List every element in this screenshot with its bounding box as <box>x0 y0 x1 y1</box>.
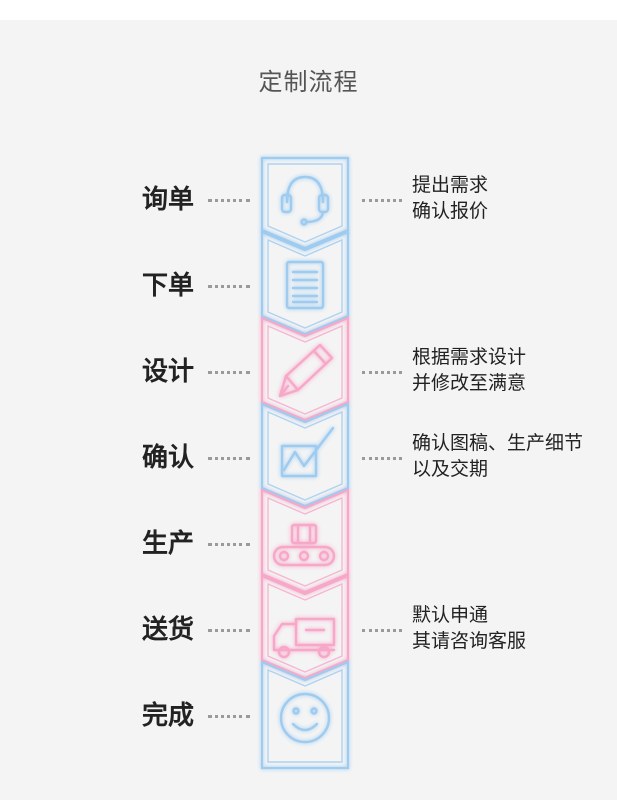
desc-line: 以及交期 <box>412 458 489 480</box>
connector-left <box>208 199 250 202</box>
connector-right <box>362 371 402 374</box>
segment-frame-5 <box>260 488 350 594</box>
step-row-production: 生产 <box>0 524 617 564</box>
desc-line: 确认图稿、生产细节 <box>412 432 584 454</box>
segment-frame-3 <box>260 316 350 422</box>
desc-line: 并修改至满意 <box>412 372 527 394</box>
segment-frame-7 <box>260 660 350 770</box>
step-label: 设计 <box>141 357 194 387</box>
step-label: 询单 <box>141 185 194 215</box>
segment-frame-2 <box>260 230 350 336</box>
step-label: 完成 <box>141 701 194 731</box>
conveyor-icon <box>272 523 336 567</box>
step-label: 送货 <box>141 615 194 645</box>
step-row-design: 设计 根据需求设计 并修改至满意 <box>0 346 617 394</box>
step-row-delivery: 送货 默认申通 其请咨询客服 <box>0 604 617 652</box>
step-row-inquiry: 询单 提出需求 确认报价 <box>0 174 617 222</box>
segment-frame-6 <box>260 574 350 680</box>
desc-line: 提出需求 <box>412 174 489 196</box>
step-label: 确认 <box>141 443 194 473</box>
connector-right <box>362 199 402 202</box>
step-label: 生产 <box>141 529 194 559</box>
smiley-icon <box>279 692 331 744</box>
connector-right <box>362 457 402 460</box>
connector-left <box>208 715 250 718</box>
top-band <box>0 0 617 20</box>
step-row-confirm: 确认 确认图稿、生产细节 以及交期 <box>0 432 617 480</box>
pencil-icon <box>278 343 334 398</box>
truck-icon <box>272 617 336 659</box>
segment-frame-1 <box>260 156 350 250</box>
connector-left <box>208 457 250 460</box>
desc-line: 默认申通 <box>412 604 489 626</box>
connector-left <box>208 285 250 288</box>
step-row-complete: 完成 <box>0 696 617 736</box>
connector-right <box>362 629 402 632</box>
connector-left <box>208 543 250 546</box>
page-title: 定制流程 <box>258 68 359 96</box>
connector-left <box>208 629 250 632</box>
step-description: 提出需求 确认报价 <box>412 172 488 224</box>
desc-line: 其请咨询客服 <box>412 630 527 652</box>
document-icon <box>285 260 325 310</box>
connector-left <box>208 371 250 374</box>
check-chart-icon <box>280 426 335 478</box>
segment-frame-4 <box>260 402 350 508</box>
headset-icon <box>280 175 330 226</box>
step-description: 确认图稿、生产细节 以及交期 <box>412 430 583 482</box>
step-description: 默认申通 其请咨询客服 <box>412 602 526 654</box>
step-description: 根据需求设计 并修改至满意 <box>412 344 526 396</box>
step-label: 下单 <box>141 271 194 301</box>
step-row-order: 下单 <box>0 266 617 306</box>
desc-line: 根据需求设计 <box>412 346 527 368</box>
desc-line: 确认报价 <box>412 200 489 222</box>
